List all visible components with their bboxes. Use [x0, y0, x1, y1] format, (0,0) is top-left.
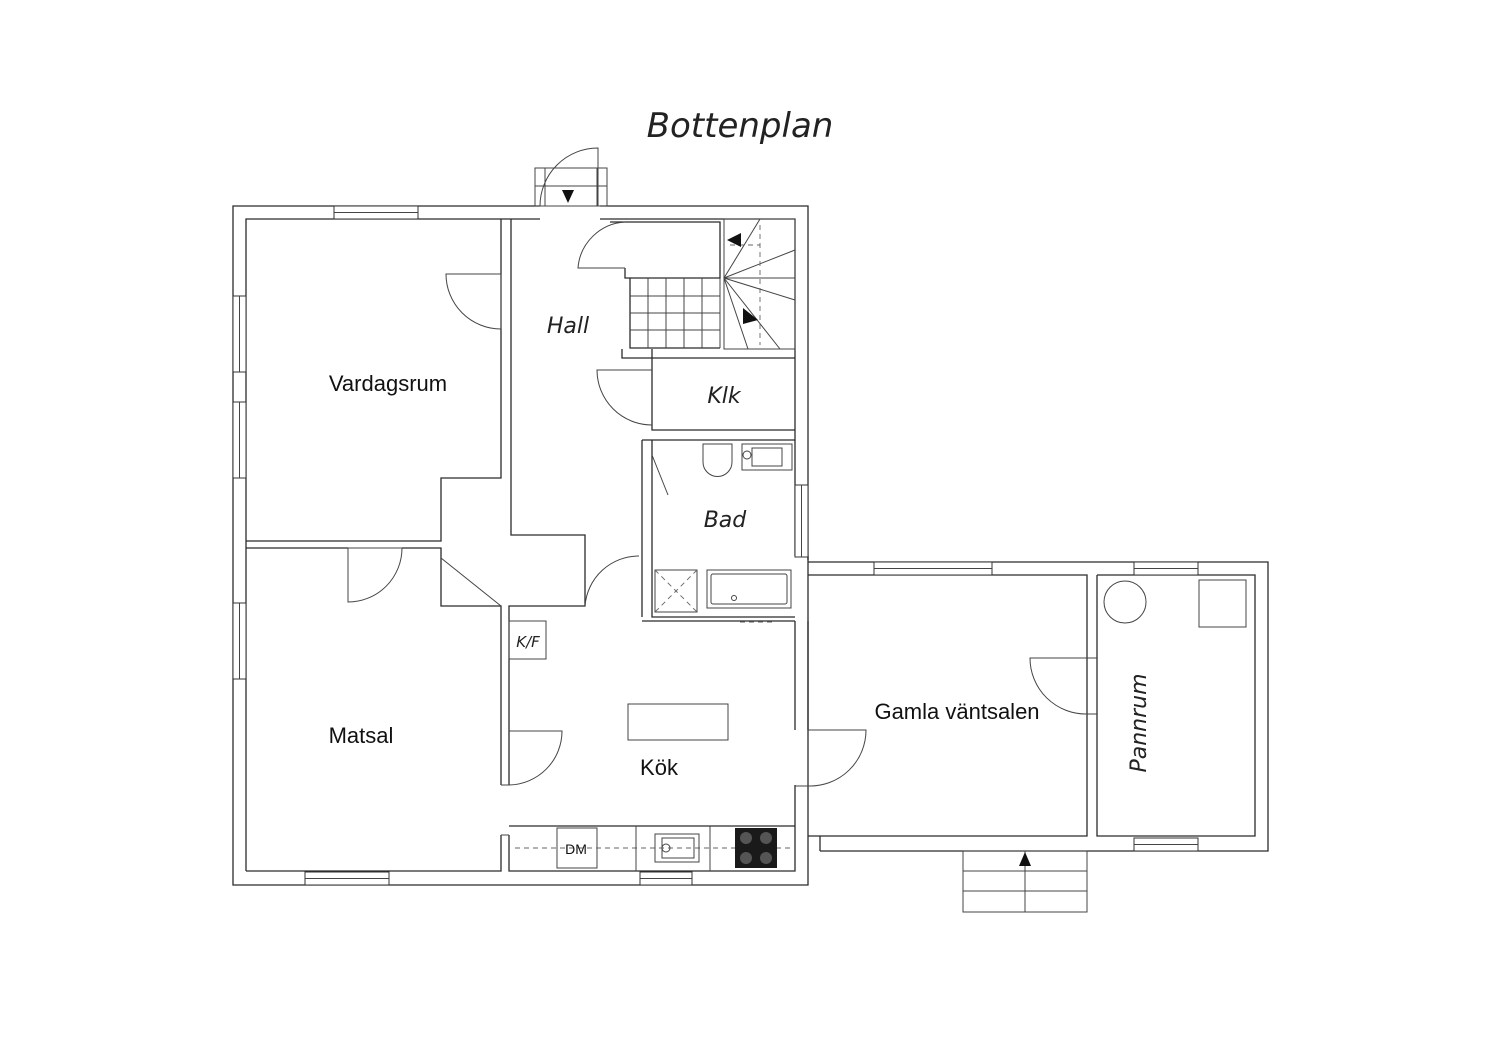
- cooktop: [735, 828, 777, 868]
- label-kf: K/F: [516, 633, 540, 651]
- room-label-vardagsrum: Vardagsrum: [329, 371, 447, 396]
- entrance-steps: [534, 147, 608, 207]
- bathroom: [641, 439, 795, 622]
- room-label-kok: Kök: [640, 755, 679, 780]
- room-label-matsal: Matsal: [329, 723, 394, 748]
- room-label-bad: Bad: [704, 508, 748, 533]
- room-label-pannrum: Pannrum: [1127, 673, 1152, 772]
- room-label-hall: Hall: [547, 314, 589, 339]
- stair-arrow-up-icon: [727, 233, 741, 247]
- entrance-arrow-icon: [562, 190, 574, 203]
- klk-closet: [596, 358, 795, 431]
- kitchen-fittings: [508, 620, 795, 871]
- rear-entrance-arrow-icon: [1019, 852, 1031, 866]
- stair-arrow-down-icon: [743, 308, 758, 324]
- annex-walls: [795, 561, 1269, 913]
- label-dm: DM: [565, 841, 587, 857]
- windows: [232, 205, 809, 886]
- room-label-gamla-vantsalen: Gamla väntsalen: [874, 699, 1039, 724]
- plan-title: Bottenplan: [647, 106, 834, 146]
- stair-block: [577, 218, 796, 359]
- kitchen-island: [627, 703, 729, 741]
- room-label-klk: Klk: [707, 384, 742, 409]
